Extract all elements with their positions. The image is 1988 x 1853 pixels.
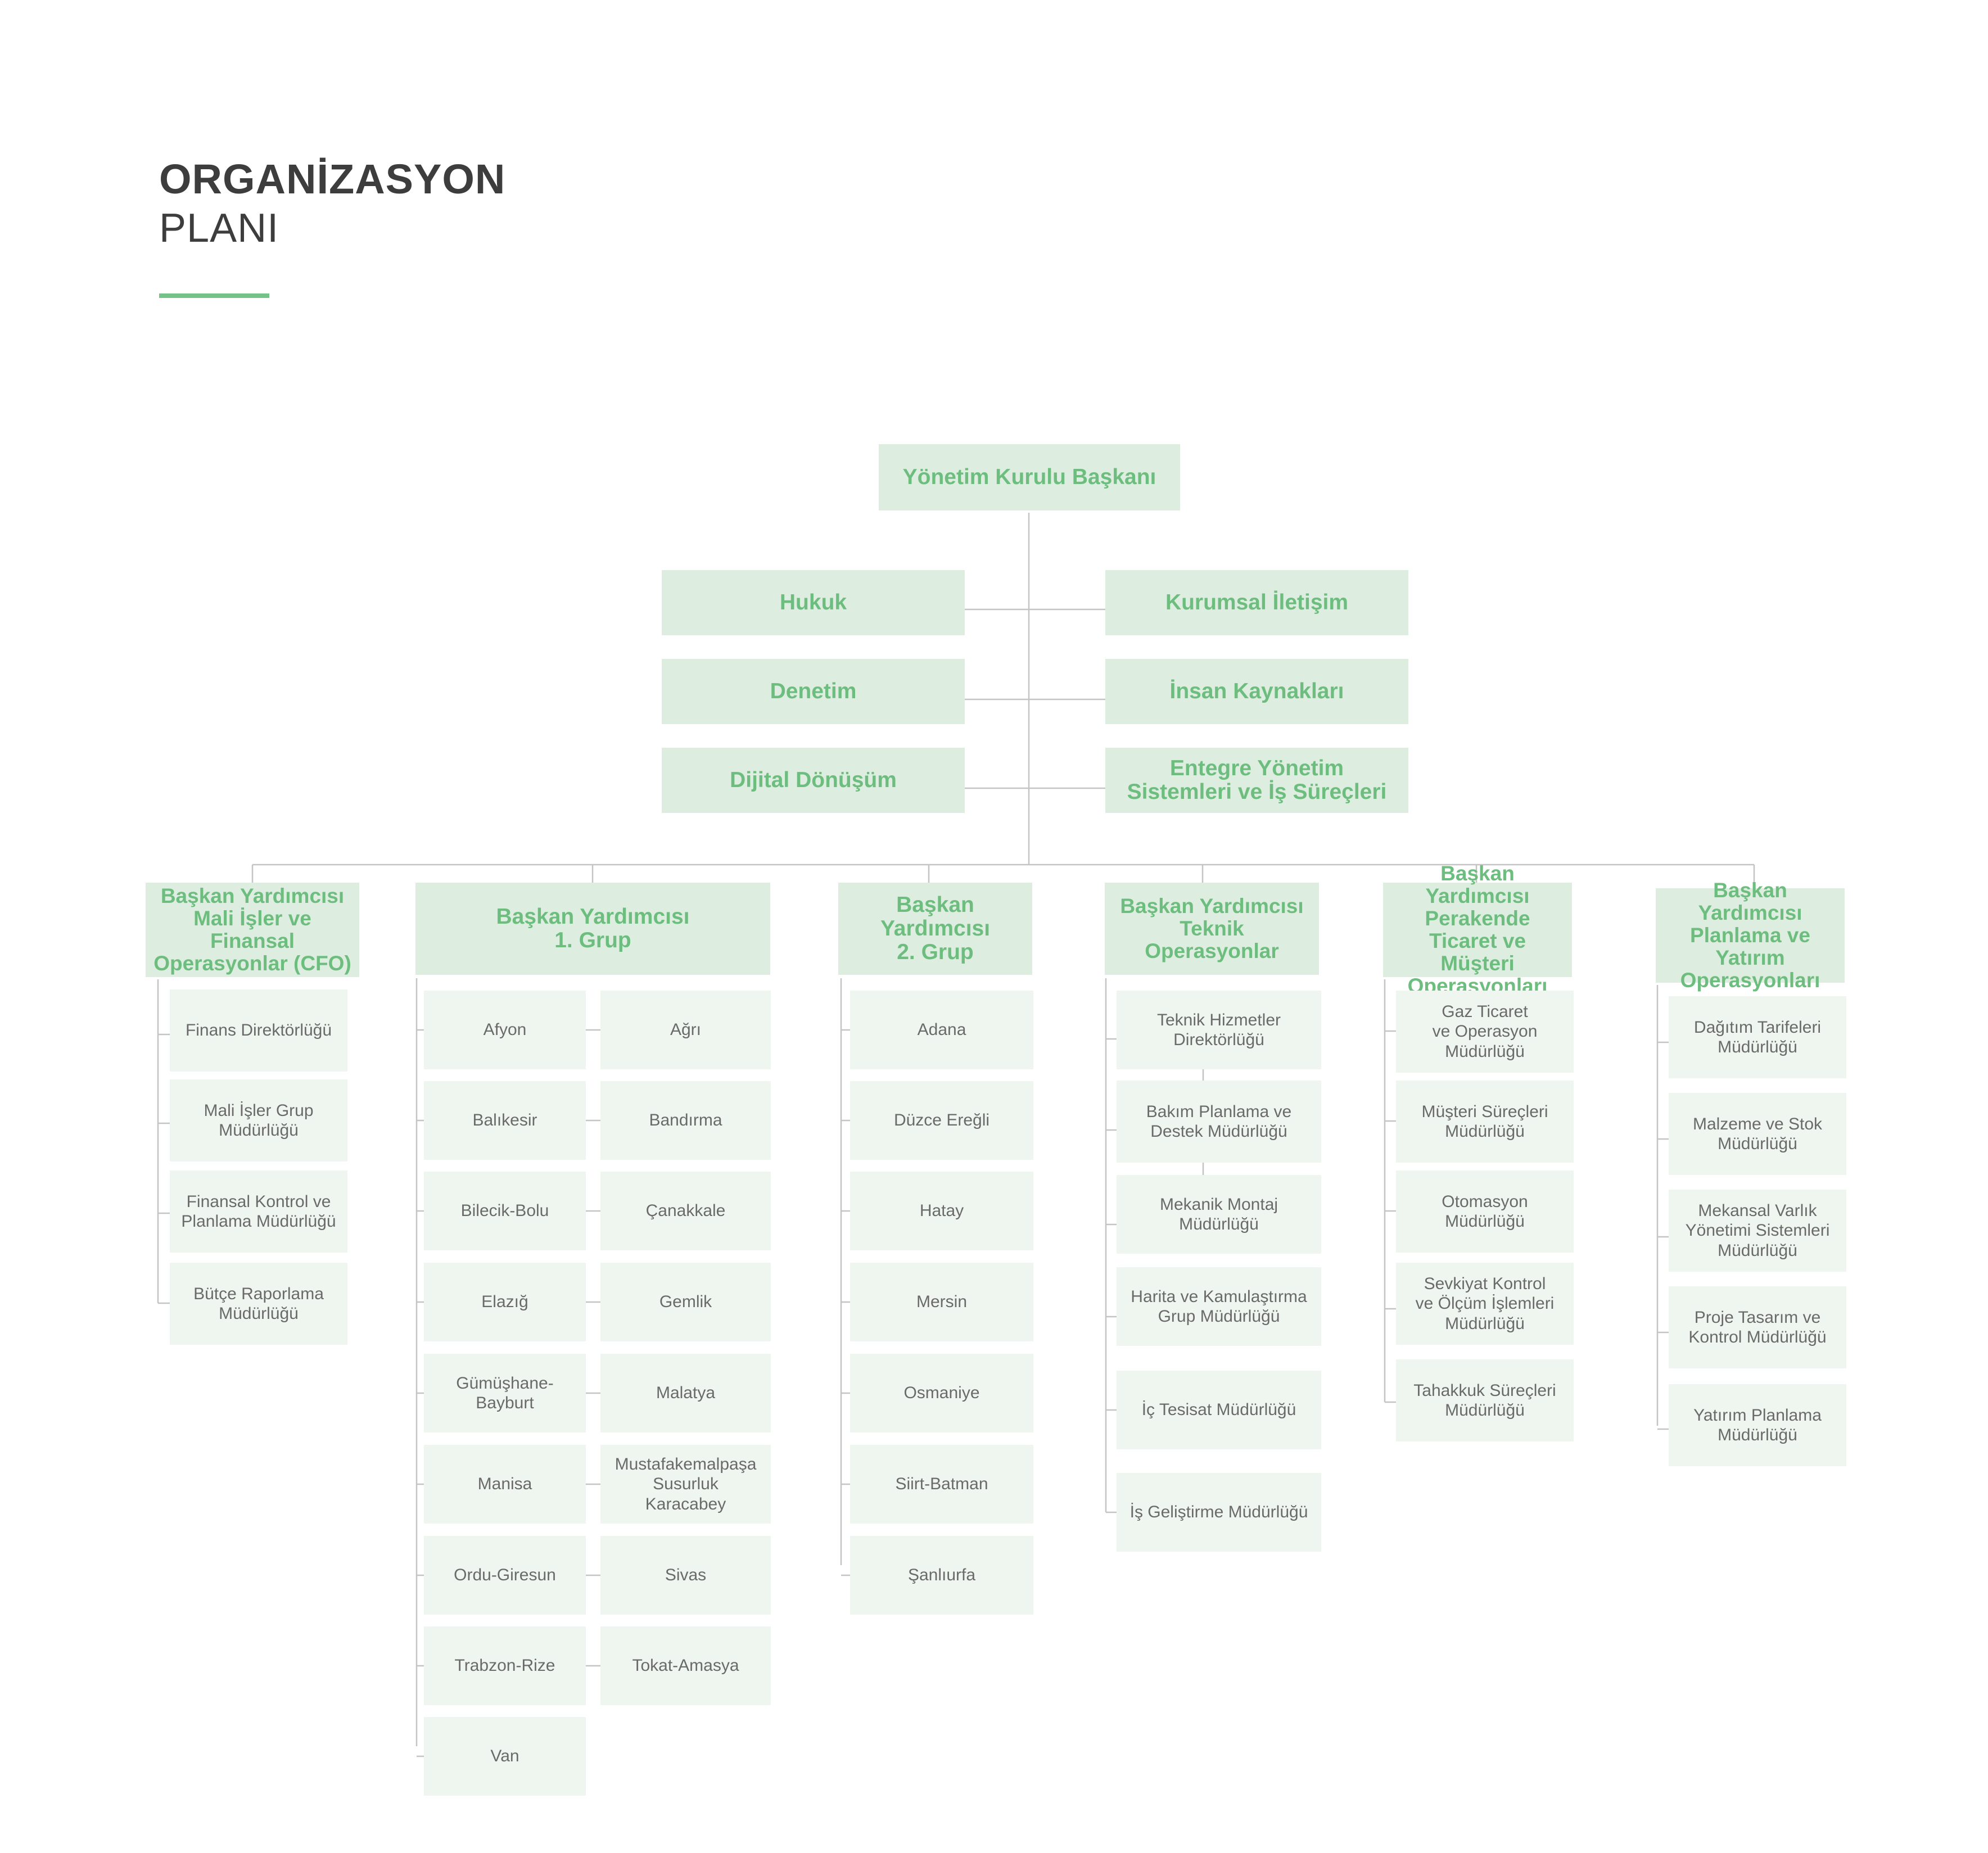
division-head-cfo: Başkan Yardımcısı Mali İşler ve Finansal… (146, 883, 359, 977)
unit-box: Dağıtım Tarifeleri Müdürlüğü (1669, 996, 1846, 1078)
unit-box: Sivas (600, 1536, 771, 1615)
unit-box: Balıkesir (424, 1081, 586, 1160)
page-subtitle: PLANI (159, 206, 279, 251)
unit-box: Adana (850, 991, 1033, 1069)
unit-box: Trabzon-Rize (424, 1626, 586, 1705)
unit-box: İş Geliştirme Müdürlüğü (1117, 1473, 1321, 1552)
unit-box: Gaz Ticaret ve Operasyon Müdürlüğü (1396, 991, 1574, 1073)
staff-box-entegre: Entegre Yönetim Sistemleri ve İş Süreçle… (1105, 748, 1408, 813)
unit-box: Tokat-Amasya (600, 1626, 771, 1705)
staff-box-denetim: Denetim (662, 659, 965, 724)
division-head-group1: Başkan Yardımcısı 1. Grup (415, 883, 770, 975)
division-head-teknik: Başkan Yardımcısı Teknik Operasyonlar (1105, 883, 1319, 975)
unit-box: Müşteri Süreçleri Müdürlüğü (1396, 1081, 1574, 1163)
unit-box: Harita ve Kamulaştırma Grup Müdürlüğü (1117, 1267, 1321, 1346)
unit-box: Düzce Ereğli (850, 1081, 1033, 1160)
unit-box: Sevkiyat Kontrol ve Ölçüm İşlemleri Müdü… (1396, 1263, 1574, 1345)
unit-box: Siirt-Batman (850, 1445, 1033, 1524)
unit-box: Osmaniye (850, 1354, 1033, 1432)
unit-box: Bakım Planlama ve Destek Müdürlüğü (1117, 1081, 1321, 1163)
division-head-perakende: Başkan Yardımcısı Perakende Ticaret ve M… (1383, 862, 1572, 997)
unit-box: Teknik Hizmetler Direktörlüğü (1117, 991, 1321, 1069)
unit-box: Malatya (600, 1354, 771, 1432)
unit-box: Van (424, 1717, 586, 1796)
staff-box-iletisim: Kurumsal İletişim (1105, 570, 1408, 635)
unit-box: Mersin (850, 1263, 1033, 1341)
unit-box: Bilecik-Bolu (424, 1172, 586, 1250)
unit-box: Proje Tasarım ve Kontrol Müdürlüğü (1669, 1286, 1846, 1368)
unit-box: Elazığ (424, 1263, 586, 1341)
unit-box: Bütçe Raporlama Müdürlüğü (170, 1263, 347, 1345)
staff-box-hukuk: Hukuk (662, 570, 965, 635)
staff-box-dijital: Dijital Dönüşüm (662, 748, 965, 813)
unit-box: Manisa (424, 1445, 586, 1524)
unit-box: Mali İşler Grup Müdürlüğü (170, 1079, 347, 1161)
unit-box: Hatay (850, 1172, 1033, 1250)
unit-box: Bandırma (600, 1081, 771, 1160)
unit-box: Finansal Kontrol ve Planlama Müdürlüğü (170, 1170, 347, 1253)
division-head-planlama: Başkan Yardımcısı Planlama ve Yatırım Op… (1656, 879, 1845, 991)
page-title: ORGANİZASYON (159, 156, 506, 202)
unit-box: İç Tesisat Müdürlüğü (1117, 1371, 1321, 1449)
title-underline (159, 293, 269, 298)
unit-box: Mekanik Montaj Müdürlüğü (1117, 1175, 1321, 1254)
unit-box: Otomasyon Müdürlüğü (1396, 1170, 1574, 1253)
unit-box: Tahakkuk Süreçleri Müdürlüğü (1396, 1359, 1574, 1441)
unit-box: Ordu-Giresun (424, 1536, 586, 1615)
unit-box: Çanakkale (600, 1172, 771, 1250)
staff-box-ik: İnsan Kaynakları (1105, 659, 1408, 724)
unit-box: Şanlıurfa (850, 1536, 1033, 1615)
unit-box: Gemlik (600, 1263, 771, 1341)
division-head-group2: Başkan Yardımcısı 2. Grup (838, 883, 1032, 975)
unit-box: Ağrı (600, 991, 771, 1069)
root-box: Yönetim Kurulu Başkanı (879, 444, 1180, 510)
unit-box: Yatırım Planlama Müdürlüğü (1669, 1384, 1846, 1466)
unit-box: Malzeme ve Stok Müdürlüğü (1669, 1093, 1846, 1175)
unit-box: Mustafakemalpaşa Susurluk Karacabey (600, 1445, 771, 1524)
unit-box: Mekansal Varlık Yönetimi Sistemleri Müdü… (1669, 1190, 1846, 1272)
unit-box: Gümüşhane- Bayburt (424, 1354, 586, 1432)
unit-box: Finans Direktörlüğü (170, 989, 347, 1072)
unit-box: Afyon (424, 991, 586, 1069)
